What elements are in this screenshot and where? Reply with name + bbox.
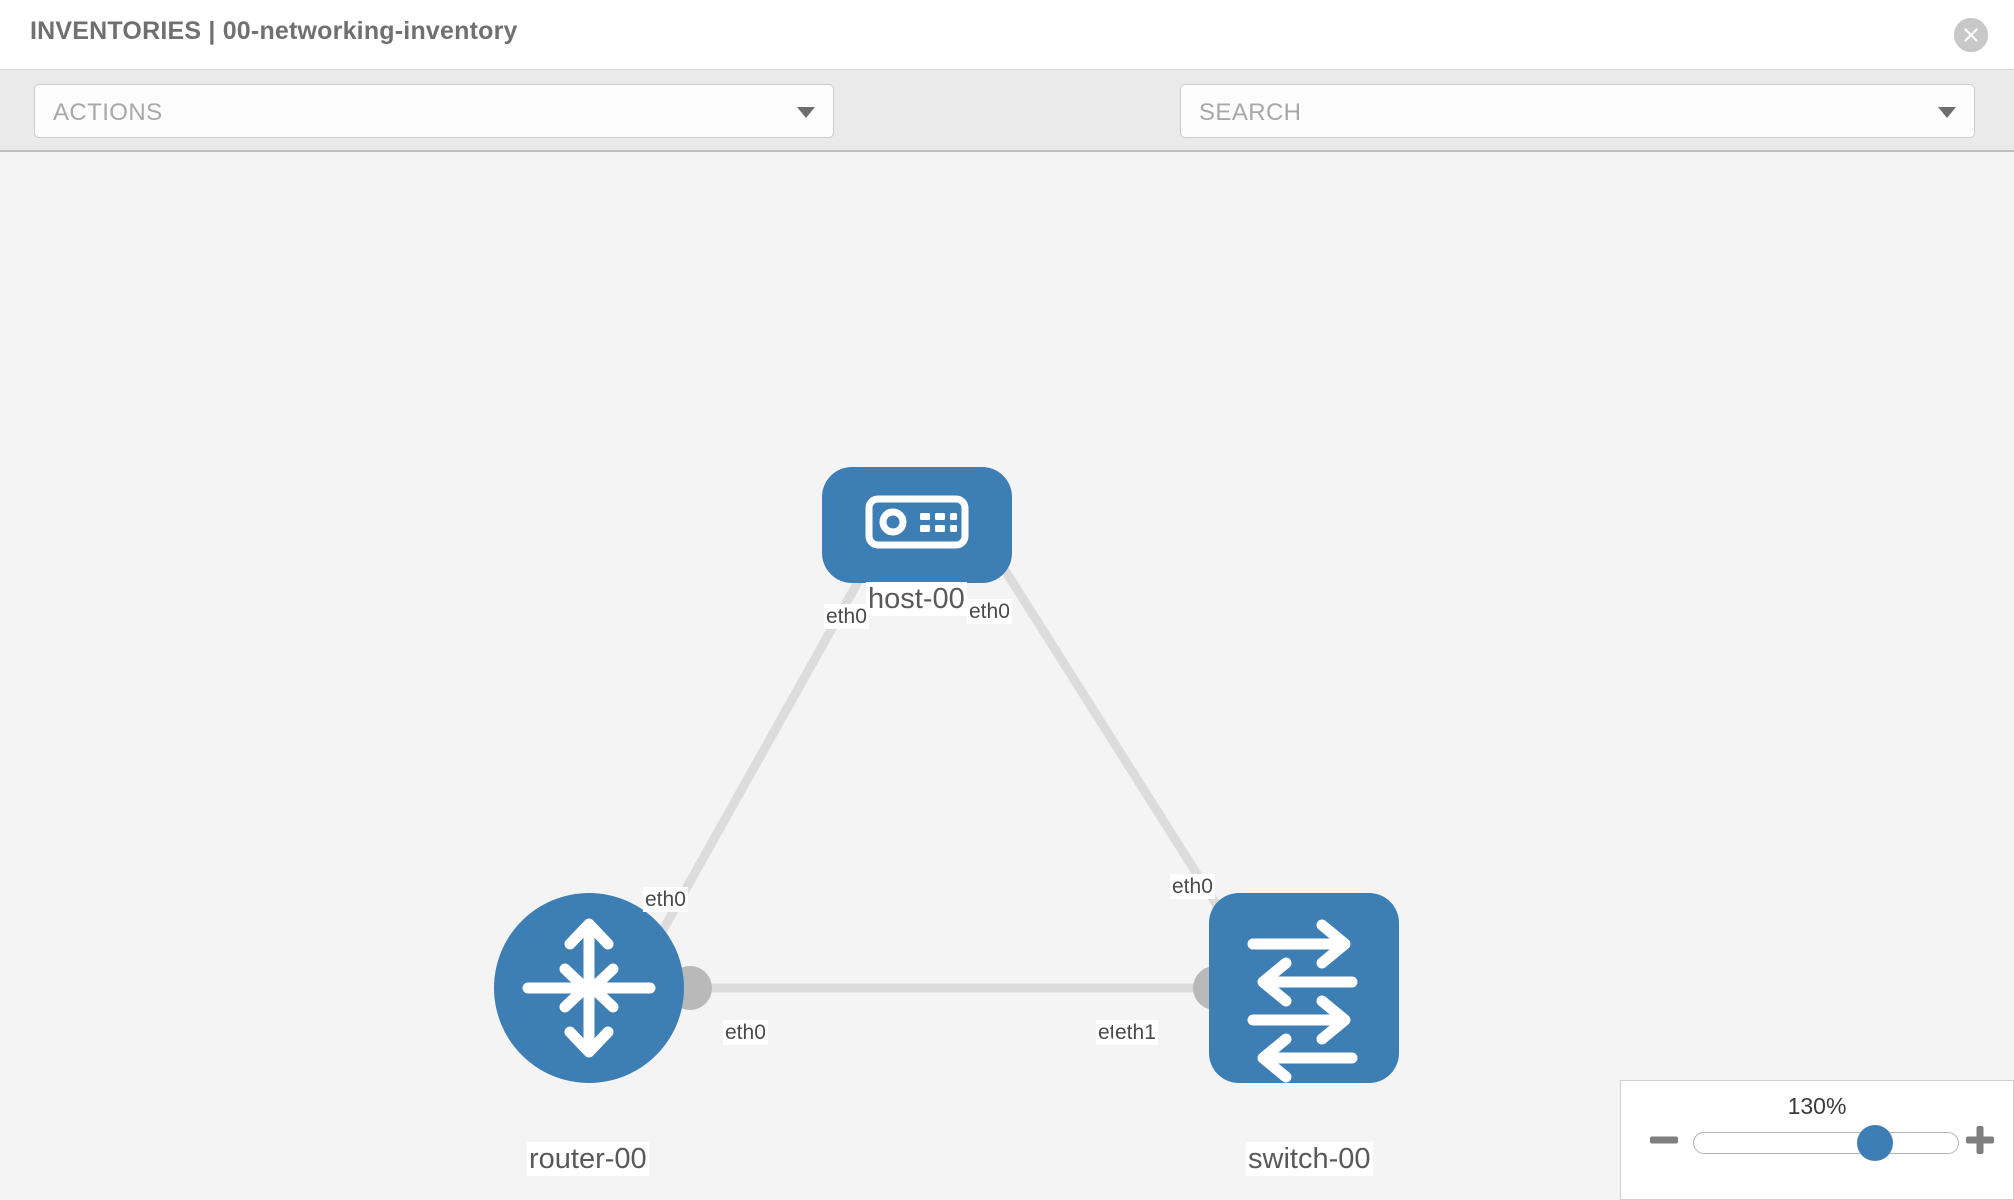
link-host-switch bbox=[961, 504, 1244, 945]
zoom-slider-handle[interactable] bbox=[1856, 1125, 1893, 1161]
toolbar: ACTIONS SEARCH bbox=[0, 70, 2014, 193]
iface-label-router-north: eth0 bbox=[643, 887, 688, 912]
search-input-value: SEARCH bbox=[1199, 99, 1302, 126]
page-header: INVENTORIES | 00-networking-inventory bbox=[0, 0, 2014, 70]
chevron-down-icon bbox=[797, 107, 815, 118]
actions-dropdown-label: ACTIONS bbox=[53, 99, 163, 126]
router-arrows-icon bbox=[522, 918, 656, 1058]
iface-label-router-east: eth0 bbox=[723, 1020, 768, 1045]
plus-icon[interactable] bbox=[1963, 1123, 1997, 1157]
zoom-slider-track[interactable] bbox=[1693, 1125, 1959, 1161]
node-label-host-00: host-00 bbox=[866, 582, 967, 616]
node-label-switch-00: switch-00 bbox=[1246, 1142, 1373, 1176]
iface-label-switch-north: eth0 bbox=[1170, 874, 1215, 899]
topology-canvas[interactable]: host-00 router-00 switch-00 eth0 eth0 et… bbox=[0, 152, 2014, 1200]
iface-label-host-right: eth0 bbox=[967, 599, 1012, 624]
switch-arrows-icon bbox=[1247, 919, 1358, 1083]
chevron-down-icon[interactable] bbox=[1938, 107, 1956, 118]
node-router-00 bbox=[494, 893, 684, 1083]
node-label-router-00: router-00 bbox=[527, 1142, 649, 1176]
minus-icon[interactable] bbox=[1647, 1123, 1681, 1157]
zoom-percent-label: 130% bbox=[1787, 1093, 1847, 1119]
close-icon[interactable] bbox=[1954, 18, 1988, 52]
topology-graph bbox=[494, 467, 1399, 1083]
zoom-control: 130% bbox=[1620, 1080, 2014, 1200]
node-switch-00 bbox=[1209, 893, 1399, 1083]
server-icon bbox=[865, 495, 969, 549]
node-host-00 bbox=[822, 467, 1012, 583]
search-input[interactable]: SEARCH bbox=[1180, 84, 1975, 138]
iface-label-switch-west: eth1 bbox=[1113, 1020, 1158, 1045]
actions-dropdown[interactable]: ACTIONS bbox=[34, 84, 834, 138]
iface-label-host-left: eth0 bbox=[824, 604, 869, 629]
page-title: INVENTORIES | 00-networking-inventory bbox=[30, 17, 518, 45]
